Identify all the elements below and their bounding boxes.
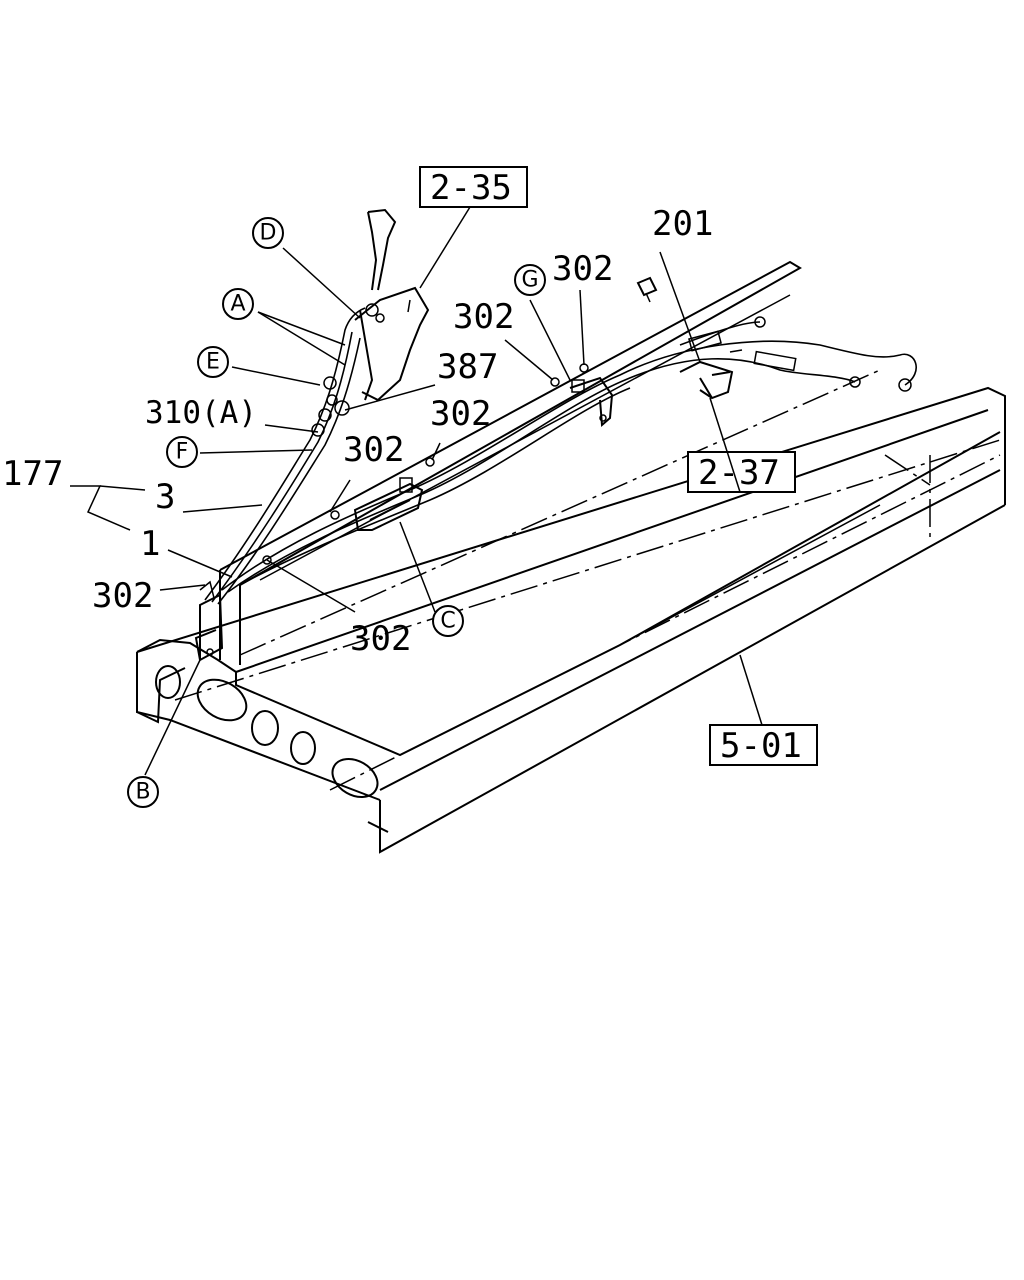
circle-label-c: C [432, 605, 464, 637]
front-bracket [194, 593, 224, 662]
ref-box-5-01-text: 5-01 [720, 726, 802, 766]
frame-rail [136, 260, 1006, 854]
svg-text:C: C [440, 609, 455, 634]
part-label-302-mid: 302 [430, 394, 491, 434]
part-label-177: 177 [2, 454, 63, 494]
circle-label-d: D [252, 217, 284, 249]
circle-label-g: G [514, 264, 546, 296]
part-label-302-upper-left: 302 [453, 297, 514, 337]
parking-brake-lever [354, 208, 430, 402]
circle-label-a: A [222, 288, 254, 320]
svg-text:E: E [206, 350, 220, 375]
part-label-302-left: 302 [92, 576, 153, 616]
part-label-1: 1 [140, 524, 160, 564]
ref-box-2-35[interactable]: 2-35 [419, 166, 528, 208]
ref-box-2-35-text: 2-35 [430, 168, 512, 208]
part-label-302-lower: 302 [350, 619, 411, 659]
cable-bracket [636, 276, 734, 400]
ref-box-5-01[interactable]: 5-01 [709, 724, 818, 766]
part-label-3: 3 [155, 477, 175, 517]
svg-text:B: B [135, 780, 150, 805]
circle-label-f: F [166, 436, 198, 468]
svg-text:G: G [521, 268, 538, 293]
part-label-201: 201 [652, 204, 713, 244]
part-label-302-center: 302 [343, 430, 404, 470]
part-label-387: 387 [437, 347, 498, 387]
part-label-302-upper-right: 302 [552, 249, 613, 289]
leader-lines [70, 206, 763, 776]
cable-clamps [199, 363, 614, 599]
circle-label-e: E [197, 346, 229, 378]
ref-box-2-37[interactable]: 2-37 [687, 451, 796, 493]
svg-text:D: D [260, 221, 277, 246]
circle-label-b: B [127, 776, 159, 808]
svg-text:A: A [230, 292, 245, 317]
svg-text:F: F [176, 440, 189, 465]
part-label-310a: 310(A) [145, 395, 257, 431]
brake-cables [204, 307, 917, 605]
